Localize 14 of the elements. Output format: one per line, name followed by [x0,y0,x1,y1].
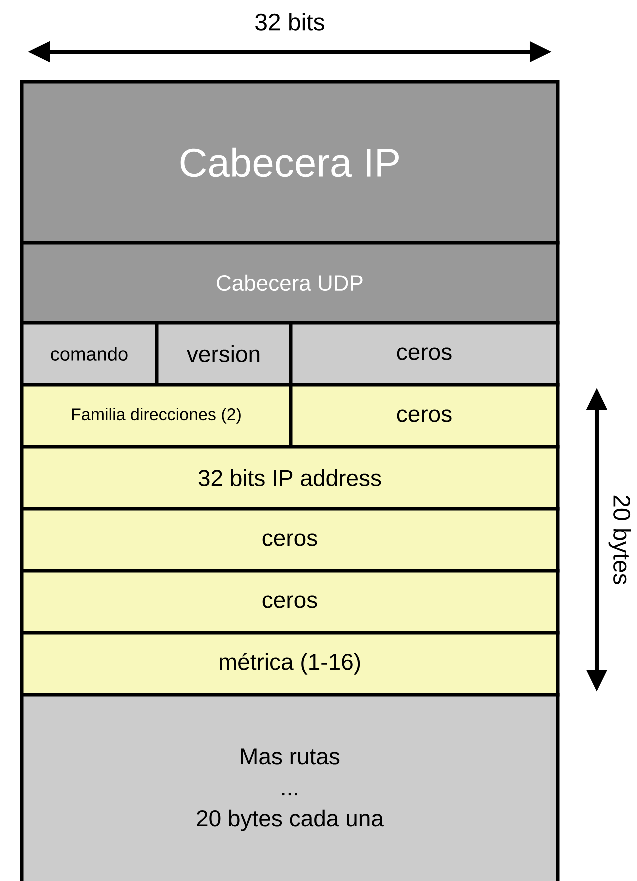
field-box: ceros [20,507,560,573]
field-box: comando [20,321,159,387]
header-box: Cabecera UDP [20,241,560,325]
field-box: ceros [289,383,560,449]
field-box: Familia direcciones (2) [20,383,293,449]
field-box: 32 bits IP address [20,445,560,511]
dimension-label: 32 bits [256,13,324,31]
field-box: ceros [289,321,560,387]
header-box: Cabecera IP [20,80,560,245]
field-box: métrica (1-16) [20,631,560,697]
field-box: version [155,321,293,387]
field-box: Mas rutas ... 20 bytes cada una [20,693,560,881]
field-box: ceros [20,569,560,635]
dimension-label: 20 bytes [608,496,632,584]
